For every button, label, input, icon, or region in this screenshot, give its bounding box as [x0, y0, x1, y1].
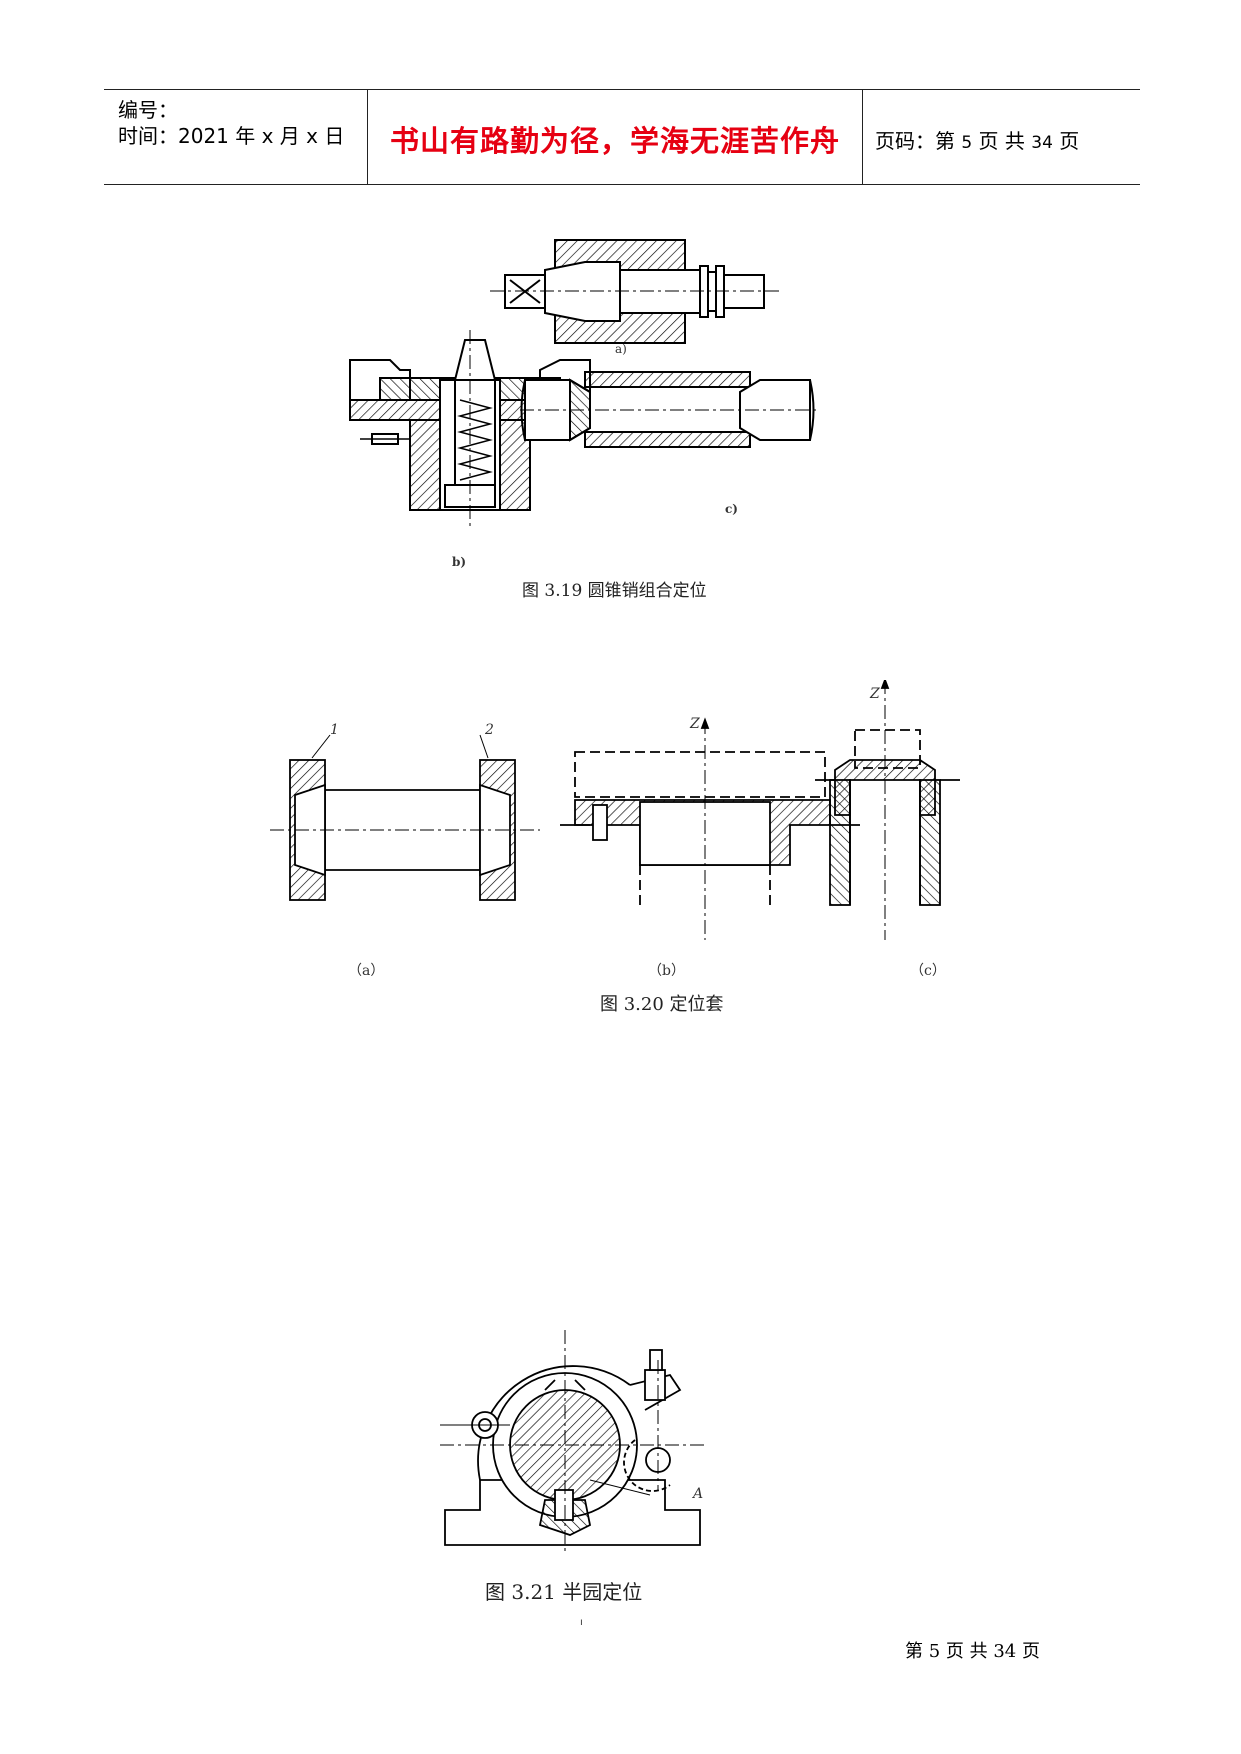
fig-3-21-label-A: A — [693, 1486, 704, 1502]
time-label: 时间：2021 年 x 月 x 日 — [118, 124, 345, 148]
page-footer: 第 5 页 共 34 页 — [905, 1641, 1040, 1662]
page-info: 页码：第 5 页 共 34 页 — [875, 125, 1079, 154]
header-meta-cell: 编号： 时间：2021 年 x 月 x 日 — [104, 90, 368, 184]
fig-3-20-label-b: （b） — [648, 963, 685, 979]
stray-mark: ı — [580, 1617, 583, 1628]
figure-3-20-drawing — [270, 680, 960, 940]
figure-3-21-drawing — [440, 1330, 705, 1555]
page-total: 34 — [1031, 133, 1053, 153]
number-label: 编号： — [118, 98, 178, 122]
motto: 书山有路勤为径，学海无涯苦作舟 — [389, 124, 840, 158]
fig-3-19-label-a: a) — [615, 342, 627, 356]
fig-3-20-part-2: 2 — [485, 722, 494, 738]
fig-3-20-label-c: （c） — [910, 963, 946, 979]
fig-3-20-label-a: （a） — [348, 963, 385, 979]
fig-3-19-label-c: c) — [725, 502, 738, 516]
page-current: 5 — [961, 133, 973, 153]
page-mid: 页 共 — [972, 129, 1032, 153]
page-header: 编号： 时间：2021 年 x 月 x 日 书山有路勤为径，学海无涯苦作舟 页码… — [104, 89, 1140, 185]
header-motto-cell: 书山有路勤为径，学海无涯苦作舟 — [368, 90, 863, 184]
figure-3-19-drawing — [349, 239, 820, 530]
page-prefix: 页码：第 — [875, 129, 962, 153]
fig-3-19-label-b: b) — [452, 555, 467, 569]
fig-3-19-caption: 图 3.19 圆锥销组合定位 — [522, 581, 707, 601]
fig-3-21-caption: 图 3.21 半园定位 — [485, 1580, 643, 1604]
fig-3-20-caption: 图 3.20 定位套 — [600, 994, 724, 1015]
page-suffix: 页 — [1052, 129, 1080, 153]
fig-3-20-part-1: 1 — [330, 722, 339, 738]
header-page-cell: 页码：第 5 页 共 34 页 — [863, 90, 1140, 184]
fig-3-20-axis-c: Z — [870, 686, 880, 702]
fig-3-20-axis-b: Z — [690, 716, 700, 732]
